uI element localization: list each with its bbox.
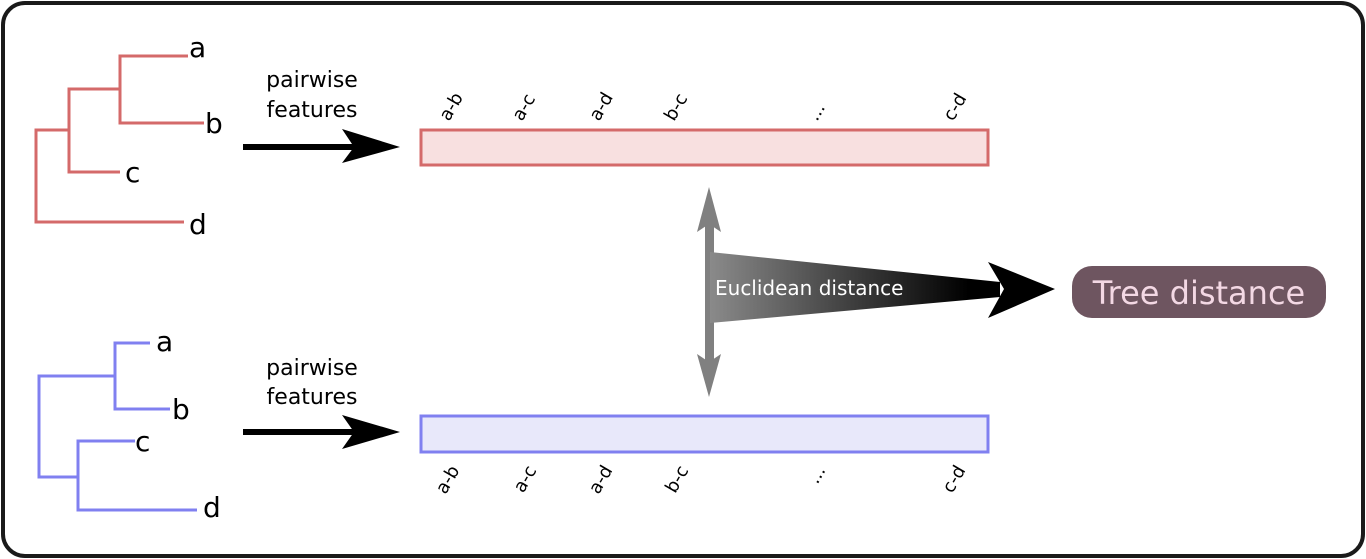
bottom-feature-vector <box>419 414 990 454</box>
euclidean-distance-label: Euclidean distance <box>715 276 903 300</box>
bottom-arrow-label-line2: features <box>267 385 358 410</box>
top-tree <box>34 54 204 224</box>
tree-distance-wedge-arrow <box>710 252 1055 323</box>
top-tree-leaf-d: d <box>189 208 207 241</box>
bottom-tree <box>37 341 197 512</box>
bottom-tree-leaf-c: c <box>135 425 150 458</box>
top-tree-leaf-c: c <box>125 156 140 189</box>
top-tree-leaf-a: a <box>189 31 206 64</box>
top-features-arrow <box>243 129 400 163</box>
top-tree-leaf-b: b <box>205 107 223 140</box>
bottom-arrow-label-line1: pairwise <box>266 356 358 381</box>
top-tree-edge-root <box>34 128 184 224</box>
bottom-tree-edge-root <box>37 374 115 479</box>
tree-distance-badge <box>1072 266 1326 318</box>
bottom-features-arrow <box>243 415 400 449</box>
tree-distance-label: Tree distance <box>1092 274 1305 312</box>
top-arrow-label-line1: pairwise <box>266 68 358 93</box>
bottom-tree-leaf-a: a <box>156 325 173 358</box>
top-arrow-label-line2: features <box>267 98 358 123</box>
euclidean-double-arrow <box>697 187 721 397</box>
bottom-tree-leaf-d: d <box>203 491 221 524</box>
bottom-tree-leaf-b: b <box>172 393 190 426</box>
top-feature-vector <box>419 128 990 167</box>
